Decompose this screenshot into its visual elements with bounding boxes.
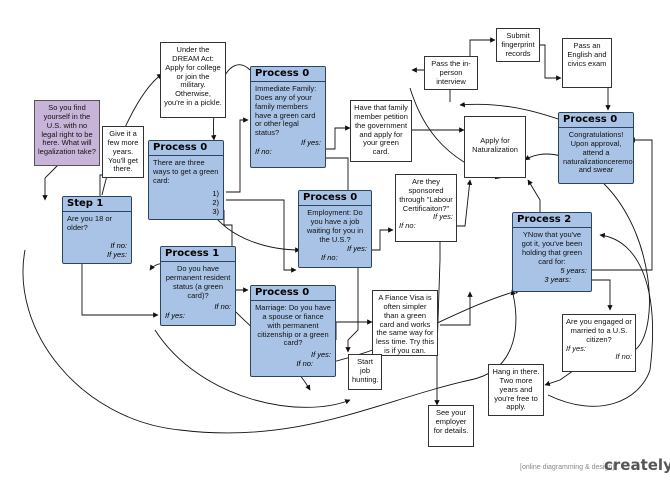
process0-family-no: If no:	[255, 147, 272, 157]
process0-ways-title: Process 0	[149, 141, 223, 156]
process2-text: YNow that you've got it, you've been hol…	[521, 230, 583, 266]
step1-title: Step 1	[63, 197, 131, 212]
process0-ways-item-2: 2)	[212, 197, 219, 207]
connector	[226, 117, 249, 193]
step1-yes: If yes:	[106, 249, 127, 259]
process1-no: If no:	[214, 302, 231, 312]
process0-ways-text: There are three ways to get a green card…	[153, 158, 219, 185]
process0-family-text: Immediate Family: Does any of your famil…	[255, 84, 317, 138]
dream-act-node: Under the DREAM Act: Apply for college o…	[160, 42, 226, 118]
process0-family-node: Process 0 Immediate Family: Does any of …	[250, 66, 326, 168]
family-petition-node: Have that family member petition the gov…	[350, 100, 412, 162]
connector	[592, 279, 613, 311]
connector	[22, 249, 517, 434]
process1-question: Do you have permanent resident status (a…	[165, 264, 231, 300]
connector	[223, 210, 249, 293]
process2-five-years: 5 years:	[560, 266, 587, 276]
process1-title: Process 1	[161, 247, 235, 262]
process2-three-years: 3 years:	[544, 275, 571, 285]
fiance-visa-node: A Fiance Visa is often simpler than a gr…	[372, 290, 438, 356]
process0-marriage-no: If no:	[296, 359, 313, 369]
fiance-visa-text: A Fiance Visa is often simpler than a gr…	[376, 293, 434, 356]
connector	[585, 137, 653, 271]
hang-in-text: Hang in there. Two more years and you're…	[492, 367, 540, 412]
interview-node: Pass the in-person interview	[424, 56, 478, 90]
interview-text: Pass the in-person interview	[431, 59, 471, 86]
connector	[325, 125, 351, 150]
connector	[372, 227, 394, 251]
fingerprint-node: Submit fingerprint records	[496, 28, 540, 62]
process0-marriage-text: Marriage: Do you have a spouse or fiance…	[255, 303, 331, 348]
sponsored-node: Are they sponsored through "Labour Certi…	[395, 174, 457, 242]
footer-tagline: [online diagramming & design]	[520, 464, 615, 471]
engaged-no: If no:	[615, 352, 632, 362]
english-exam-node: Pass an English and civics exam	[562, 38, 612, 88]
process2-node: Process 2 YNow that you've got it, you'v…	[512, 212, 592, 292]
process0-ceremony-text: Congratulations! Upon approval, attend a…	[563, 130, 634, 175]
connector	[524, 153, 650, 351]
process0-ceremony-node: Process 0 Congratulations! Upon approval…	[558, 112, 634, 184]
see-employer-text: See your employer for details.	[433, 408, 469, 435]
step1-question: Are you 18 or older?	[67, 214, 113, 232]
job-hunting-node: Start job hunting.	[348, 354, 382, 390]
connector	[547, 232, 653, 407]
naturalization-node: Apply for Naturalization	[464, 116, 526, 178]
process0-family-title: Process 0	[251, 67, 325, 82]
connector	[335, 319, 373, 340]
creately-logo-text: creately	[604, 456, 670, 474]
job-hunting-text: Start job hunting.	[352, 357, 379, 384]
connector	[42, 164, 59, 201]
wait-node: Give it a few more years. You'll get the…	[102, 126, 144, 178]
process0-ceremony-title: Process 0	[559, 113, 633, 128]
process0-employment-no: If no:	[321, 253, 338, 263]
sponsored-no: If no:	[399, 221, 416, 231]
process0-employment-title: Process 0	[299, 191, 371, 206]
dream-act-text: Under the DREAM Act: Apply for college o…	[164, 45, 222, 108]
fingerprint-text: Submit fingerprint records	[501, 31, 535, 58]
family-petition-text: Have that family member petition the gov…	[354, 103, 408, 157]
connector	[226, 199, 297, 273]
english-exam-text: Pass an English and civics exam	[567, 41, 607, 68]
start-node: So you find yourself in the U.S. with no…	[34, 100, 100, 166]
engaged-text: Are you engaged or married to a U.S. cit…	[566, 317, 632, 344]
process0-employment-text: Employment: Do you have a job waiting fo…	[306, 208, 364, 244]
connector	[540, 44, 562, 81]
step1-no: If no:	[110, 240, 127, 250]
process0-ways-item-3: 3)	[212, 206, 219, 216]
sponsored-yes: If yes:	[432, 212, 453, 222]
process2-title: Process 2	[513, 213, 591, 228]
process0-marriage-yes: If yes:	[310, 350, 331, 360]
step1-node: Step 1 Are you 18 or older? If no: If ye…	[62, 196, 132, 264]
process0-ways-item-1: 1)	[212, 188, 219, 198]
process0-employment-node: Process 0 Employment: Do you have a job …	[298, 190, 372, 268]
connector	[154, 329, 351, 408]
connector	[440, 291, 473, 326]
process1-node: Process 1 Do you have permanent resident…	[160, 246, 236, 326]
process0-employment-yes: If yes:	[346, 244, 367, 254]
process1-yes: If yes:	[165, 311, 186, 321]
sponsored-text: Are they sponsored through "Labour Certi…	[399, 177, 453, 213]
process0-ways-node: Process 0 There are three ways to get a …	[148, 140, 224, 220]
connector	[469, 37, 496, 60]
engaged-yes: If yes:	[566, 343, 587, 353]
naturalization-text: Apply for Naturalization	[472, 136, 518, 154]
hang-in-node: Hang in there. Two more years and you're…	[488, 364, 544, 416]
wait-text: Give it a few more years. You'll get the…	[107, 129, 139, 174]
process0-family-yes: If yes:	[300, 138, 321, 148]
connector	[345, 262, 359, 353]
engaged-node: Are you engaged or married to a U.S. cit…	[562, 314, 636, 372]
creately-logo: creately	[604, 456, 670, 474]
see-employer-node: See your employer for details.	[428, 405, 474, 447]
process0-marriage-node: Process 0 Marriage: Do you have a spouse…	[250, 285, 336, 377]
process0-marriage-title: Process 0	[251, 286, 335, 301]
start-text: So you find yourself in the U.S. with no…	[38, 103, 96, 157]
